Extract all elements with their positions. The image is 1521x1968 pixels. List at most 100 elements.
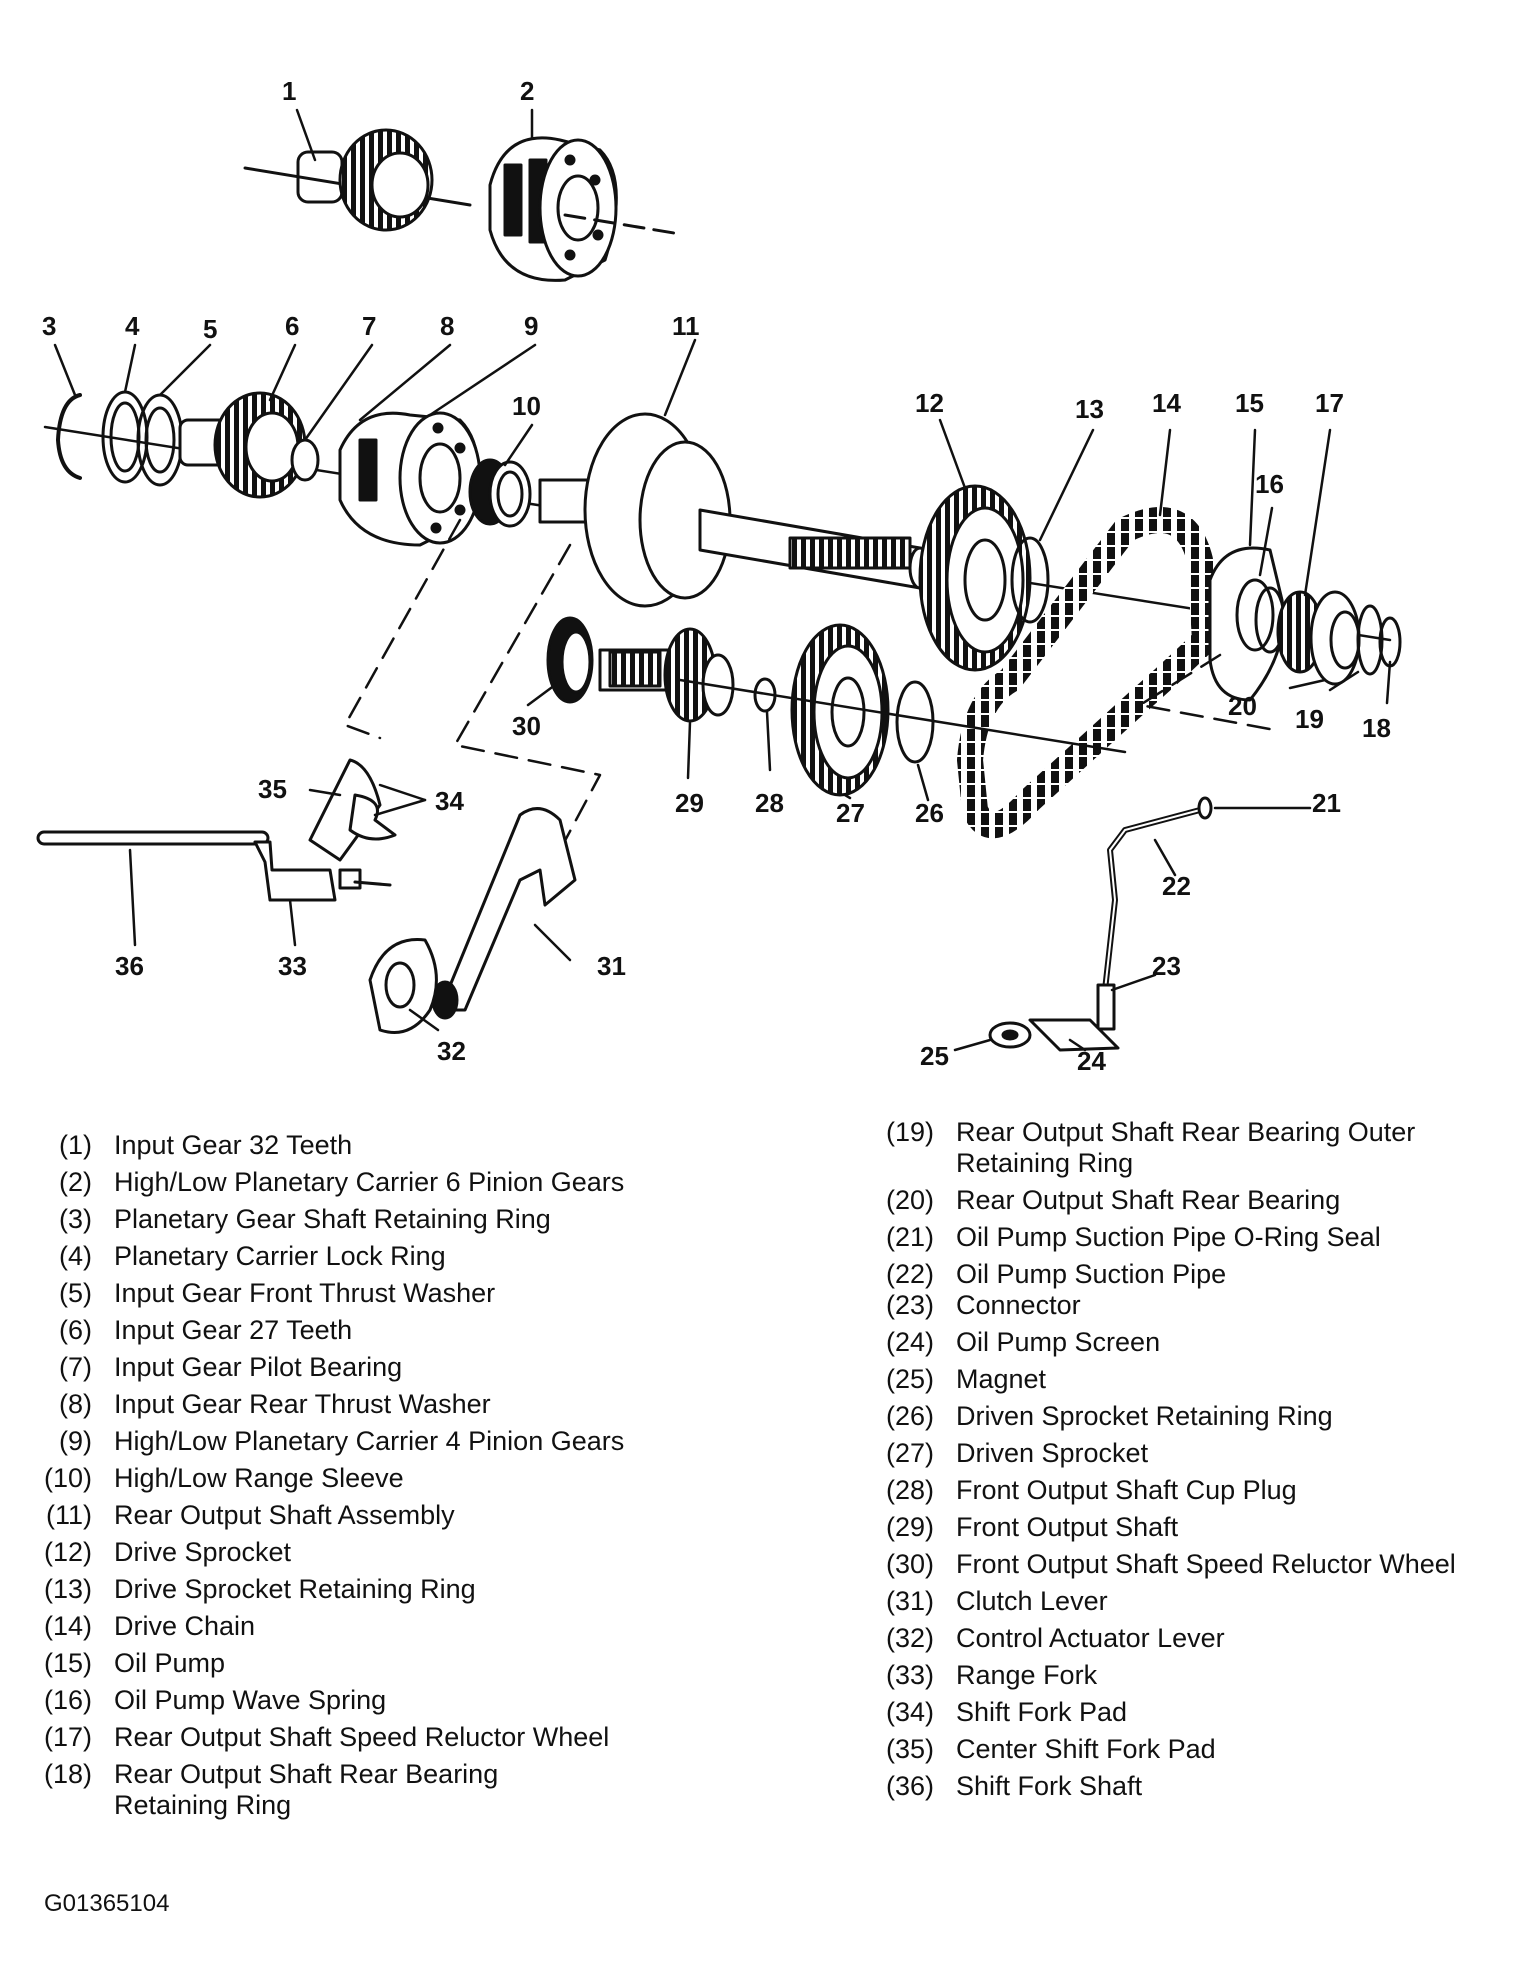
legend-number: (29) xyxy=(885,1512,934,1542)
part-21-o-ring-seal xyxy=(1197,796,1213,820)
legend-label: Planetary Carrier Lock Ring xyxy=(114,1241,446,1271)
legend-number: (15) xyxy=(43,1648,92,1678)
legend-number: (7) xyxy=(59,1352,92,1382)
legend-item-16: (16) Oil Pump Wave Spring xyxy=(20,1685,386,1716)
legend-number: (31) xyxy=(885,1586,934,1616)
legend-number: (13) xyxy=(43,1574,92,1604)
legend-label: Rear Output Shaft Speed Reluctor Wheel xyxy=(114,1722,610,1752)
legend-item-27: (27)Driven Sprocket xyxy=(862,1438,1148,1469)
callout-15: 15 xyxy=(1235,388,1264,418)
legend-label: Input Gear Pilot Bearing xyxy=(114,1352,403,1382)
legend-number: (1) xyxy=(59,1130,92,1160)
part-10-range-sleeve xyxy=(468,458,532,528)
legend-item-4: (4) Planetary Carrier Lock Ring xyxy=(20,1241,446,1272)
legend-item-21: (21)Oil Pump Suction Pipe O-Ring Seal xyxy=(862,1222,1381,1253)
part-35-center-shift-fork-pad xyxy=(308,758,382,862)
figure-id: G01365104 xyxy=(44,1890,170,1917)
legend-label: Oil Pump xyxy=(114,1648,226,1678)
legend-item-3: (3) Planetary Gear Shaft Retaining Ring xyxy=(20,1204,551,1235)
legend-item-15: (15) Oil Pump xyxy=(20,1648,225,1679)
callout-6: 6 xyxy=(285,311,299,341)
legend-item-18: (18)Rear Output Shaft Rear Bearing xyxy=(20,1759,498,1790)
callout-30: 30 xyxy=(512,711,541,741)
legend-label: Oil Pump Screen xyxy=(956,1327,1161,1357)
legend-label: Rear Output Shaft Rear Bearing Outer xyxy=(956,1117,1416,1147)
legend-label-continued: Retaining Ring xyxy=(956,1148,1134,1178)
legend-label: Planetary Gear Shaft Retaining Ring xyxy=(114,1204,551,1234)
legend-item-11: (11)Rear Output Shaft Assembly xyxy=(20,1500,455,1531)
legend-item-26: (26)Driven Sprocket Retaining Ring xyxy=(862,1401,1333,1432)
callout-10: 10 xyxy=(512,391,541,421)
part-31-clutch-lever xyxy=(431,807,577,1020)
callout-31: 31 xyxy=(597,951,626,981)
legend-label: Connector xyxy=(956,1290,1081,1320)
part-23-connector xyxy=(1096,983,1116,1031)
callout-5: 5 xyxy=(203,314,217,344)
legend-item-1: (1) Input Gear 32 Teeth xyxy=(20,1130,352,1161)
part-20-rear-bearing xyxy=(1309,590,1361,686)
legend-item-35: (35)Center Shift Fork Pad xyxy=(862,1734,1216,1765)
legend-number: (22) xyxy=(885,1259,934,1289)
legend-number: (36) xyxy=(885,1771,934,1801)
legend-item-17: (17) Rear Output Shaft Speed Reluctor Whe… xyxy=(20,1722,609,1753)
callout-9: 9 xyxy=(524,311,538,341)
legend-item-5: (5)Input Gear Front Thrust Washer xyxy=(20,1278,495,1309)
part-33-range-fork xyxy=(253,840,392,902)
legend-label: Input Gear Front Thrust Washer xyxy=(114,1278,496,1308)
legend-label: High/Low Range Sleeve xyxy=(114,1463,404,1493)
legend-label: Oil Pump Wave Spring xyxy=(114,1685,387,1715)
callout-25: 25 xyxy=(920,1041,949,1071)
legend-number: (27) xyxy=(885,1438,934,1468)
callout-8: 8 xyxy=(440,311,454,341)
legend-label: Front Output Shaft xyxy=(956,1512,1179,1542)
legend-item-9: (9)High/Low Planetary Carrier 4 Pinion G… xyxy=(20,1426,624,1457)
legend-label: Front Output Shaft Cup Plug xyxy=(956,1475,1297,1505)
legend-number: (8) xyxy=(59,1389,92,1419)
legend-label: Input Gear 32 Teeth xyxy=(114,1130,353,1160)
legend-number: (26) xyxy=(885,1401,934,1431)
legend-number: (14) xyxy=(43,1611,92,1641)
legend-number: (3) xyxy=(59,1204,92,1234)
legend-number: (12) xyxy=(43,1537,92,1567)
legend-item-30: (30)Front Output Shaft Speed Reluctor Wh… xyxy=(862,1549,1456,1580)
callout-32: 32 xyxy=(437,1036,466,1066)
legend-item-8: (8)Input Gear Rear Thrust Washer xyxy=(20,1389,491,1420)
legend-item-10: (10)High/Low Range Sleeve xyxy=(20,1463,404,1494)
legend-item-12: (12)Drive Sprocket xyxy=(20,1537,291,1568)
legend-label: Rear Output Shaft Rear Bearing xyxy=(956,1185,1341,1215)
part-7-pilot-bearing xyxy=(290,438,320,482)
callout-26: 26 xyxy=(915,798,944,828)
legend-number: (11) xyxy=(45,1500,92,1530)
legend-number: (34) xyxy=(885,1697,934,1727)
legend-number: (30) xyxy=(885,1549,934,1579)
legend-item-7: (7) Input Gear Pilot Bearing xyxy=(20,1352,402,1383)
legend-item-23: (23)Connector xyxy=(862,1290,1081,1321)
legend-number: (2) xyxy=(59,1167,92,1197)
legend-item-33: (33)Range Fork xyxy=(862,1660,1097,1691)
part-34-shift-fork-pad xyxy=(348,793,397,841)
legend-number: (16) xyxy=(43,1685,92,1715)
part-29-front-output-shaft xyxy=(598,627,735,723)
legend-item-19: (19)Rear Output Shaft Rear Bearing Outer xyxy=(862,1117,1415,1148)
legend-label: Center Shift Fork Pad xyxy=(956,1734,1216,1764)
legend-number: (4) xyxy=(59,1241,92,1271)
legend-label: Drive Sprocket Retaining Ring xyxy=(114,1574,476,1604)
legend-item-14: (14) Drive Chain xyxy=(20,1611,255,1642)
legend-label: Drive Chain xyxy=(114,1611,256,1641)
part-26-retaining-ring xyxy=(895,680,935,764)
part-32-control-actuator-lever xyxy=(368,938,438,1034)
callout-21: 21 xyxy=(1312,788,1341,818)
legend-item-19-line2: Retaining Ring xyxy=(862,1148,1133,1179)
legend-number: (21) xyxy=(885,1222,934,1252)
legend-label: Clutch Lever xyxy=(956,1586,1108,1616)
legend-number: (18) xyxy=(43,1759,92,1789)
part-12-drive-sprocket xyxy=(918,484,1032,672)
legend-number: (33) xyxy=(885,1660,934,1690)
callout-numbers: 1 2 3 4 5 6 7 8 9 10 11 12 13 14 15 16 1… xyxy=(42,76,1391,1076)
part-24-oil-pump-screen xyxy=(1028,1018,1120,1052)
legend-label: Oil Pump Suction Pipe xyxy=(956,1259,1227,1289)
part-13-retaining-ring xyxy=(1010,536,1050,624)
legend-number: (17) xyxy=(43,1722,92,1752)
legend-item-34: (34)Shift Fork Pad xyxy=(862,1697,1127,1728)
part-2-planetary-carrier-6-pinion xyxy=(488,136,682,282)
